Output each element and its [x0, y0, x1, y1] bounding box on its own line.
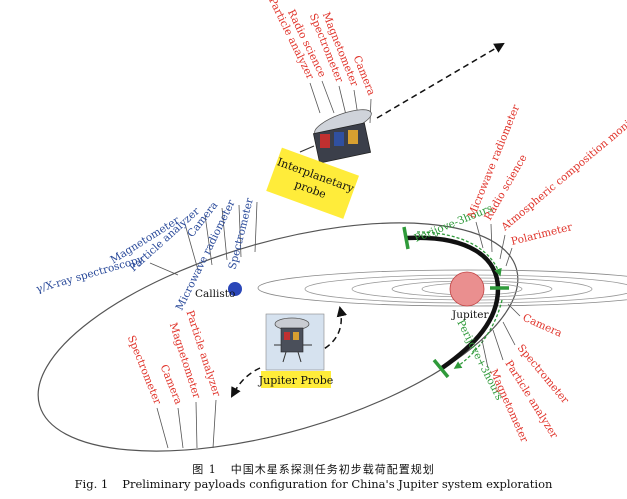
caption-cn-number: 图 1 [192, 463, 217, 476]
leader-lines [149, 80, 521, 449]
caption-english: Fig. 1 Preliminary payloads configuration… [0, 477, 627, 491]
jovian-orbits [257, 269, 627, 307]
jupiter-probe-box: Jupiter Probe [258, 371, 334, 388]
perijove-arrows [416, 231, 503, 369]
jupiter [449, 271, 485, 307]
caption-en-text: Preliminary payloads configuration for C… [122, 477, 553, 491]
caption-chinese: 图 1 中国木星系探测任务初步载荷配置规划 [0, 461, 627, 477]
caption-cn-text: 中国木星系探测任务初步载荷配置规划 [230, 463, 435, 476]
orbiter-instrument-0: γ/X-ray spectroscopy [35, 253, 145, 295]
spacecraft-icon [299, 109, 372, 164]
jupiter-probe-label: Jupiter Probe [258, 374, 334, 387]
probe-instrument-0: Spectrometer [125, 334, 164, 407]
perijove-markers [402, 226, 509, 379]
jupiter-instrument-4: Camera [521, 312, 564, 340]
caption-en-number: Fig. 1 [74, 477, 109, 491]
callisto [228, 282, 242, 296]
callisto-label: Callisto [195, 288, 235, 300]
jupiter-label: Jupiter [451, 309, 489, 321]
interplanetary-box: Interplanetary probe [266, 147, 359, 219]
probe-icon [265, 313, 325, 371]
capture-orbit [37, 222, 519, 452]
jupiter-instrument-3: Polarimeter [510, 221, 575, 248]
